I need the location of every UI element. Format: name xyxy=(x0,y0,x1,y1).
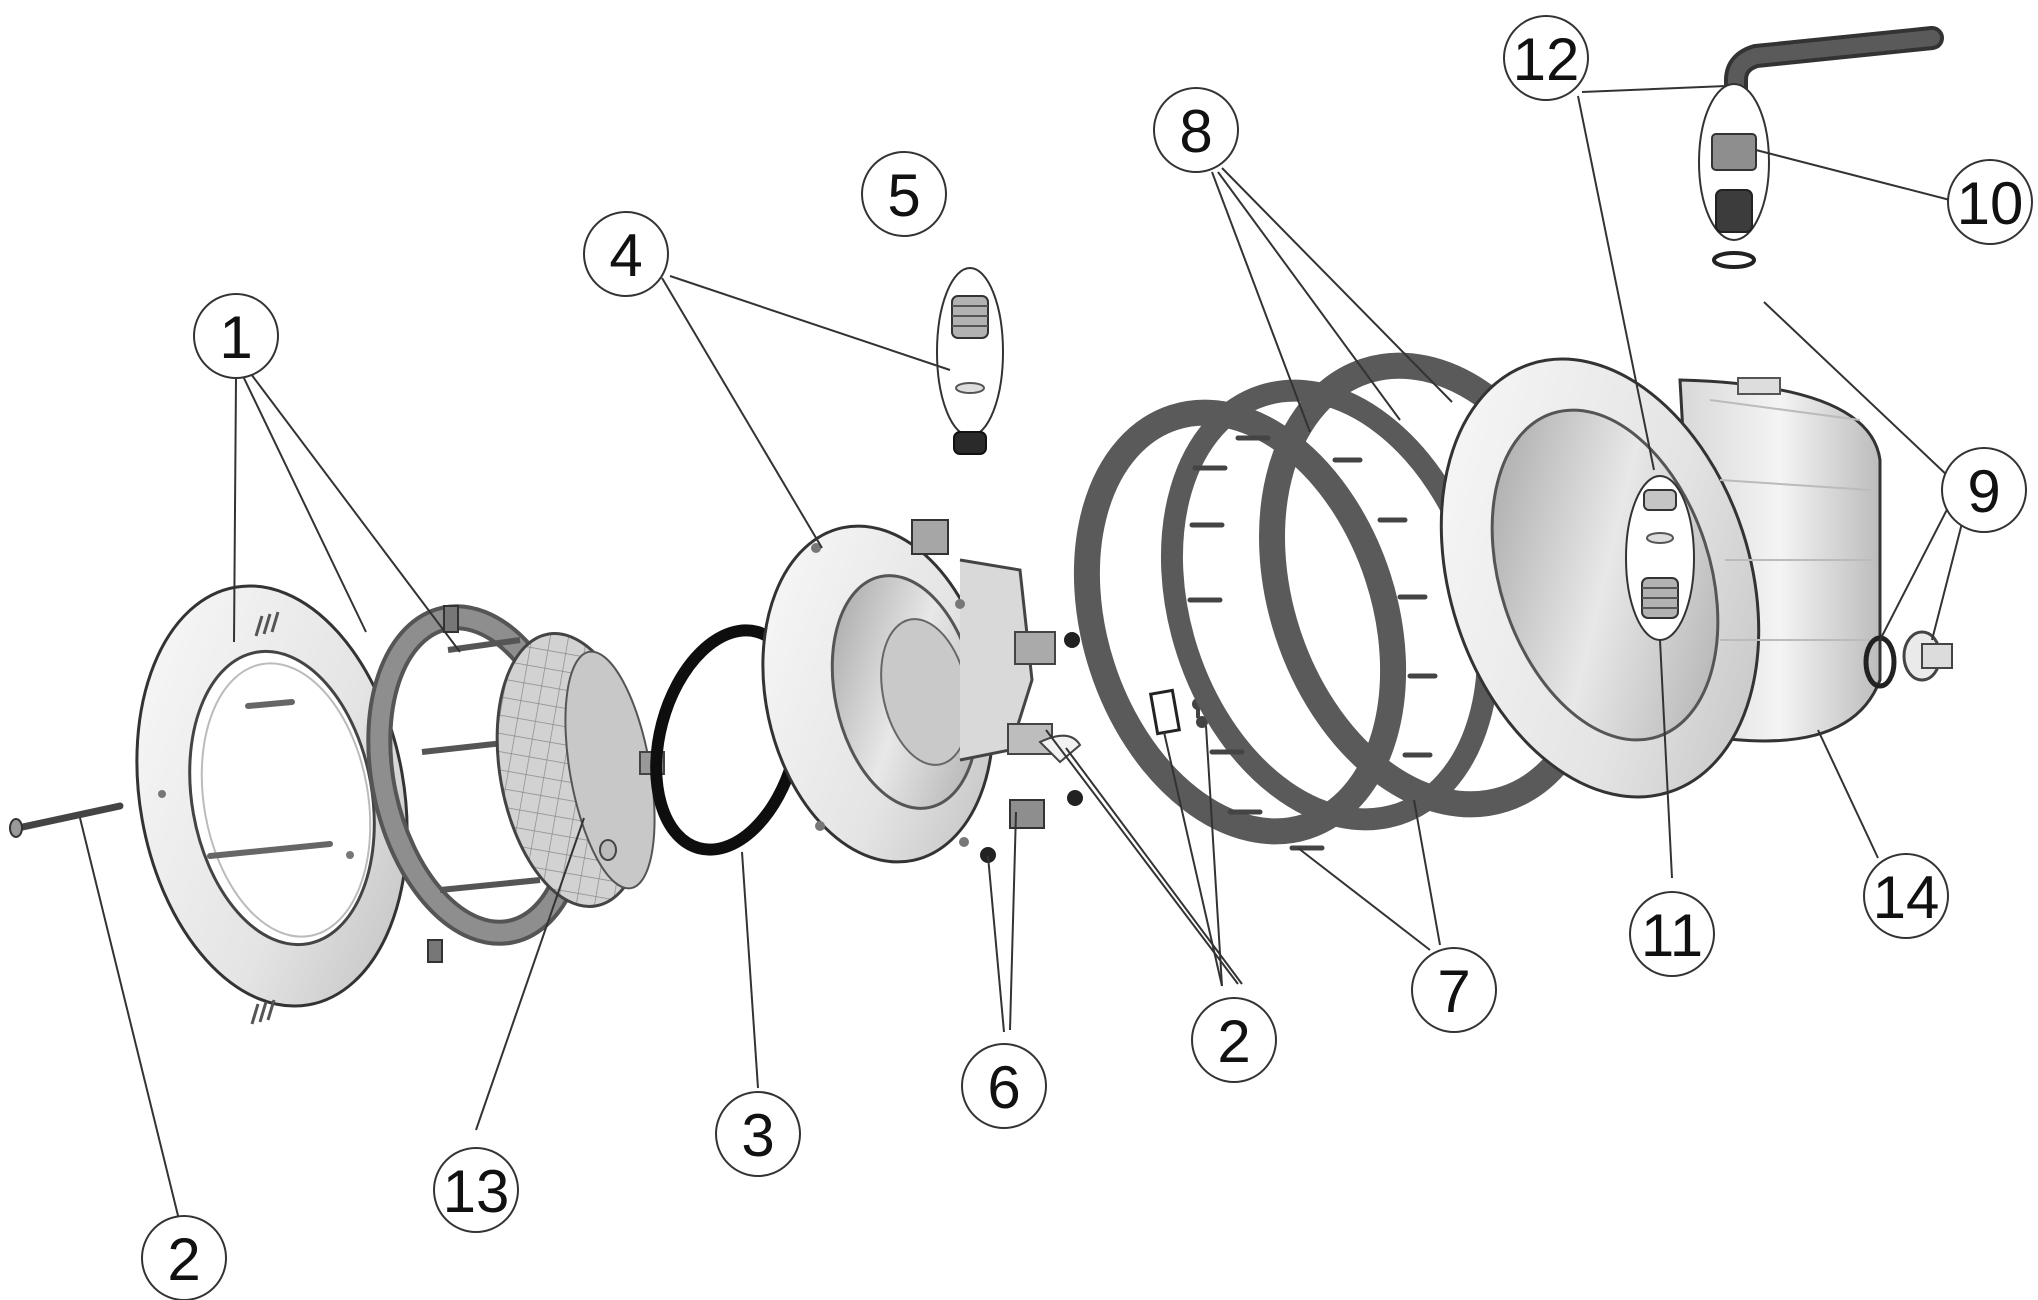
callout-1: 1 xyxy=(193,293,279,379)
callout-14-label: 14 xyxy=(1873,864,1940,931)
callout-11-label: 11 xyxy=(1641,902,1703,969)
callout-8-label: 8 xyxy=(1179,98,1212,165)
callout-13-label: 13 xyxy=(443,1158,510,1225)
callout-2-left: 2 xyxy=(141,1215,227,1300)
part-inner-gland-set xyxy=(1625,475,1695,641)
part-long-screw xyxy=(9,802,124,838)
part-conduit-pipe xyxy=(1698,26,1944,269)
callout-4-label: 4 xyxy=(609,222,642,289)
callout-2-middle: 2 xyxy=(1191,997,1277,1083)
callout-5-label: 5 xyxy=(887,162,920,229)
callout-11: 11 xyxy=(1629,891,1715,977)
callout-10-label: 10 xyxy=(1957,170,2024,237)
part-bolts xyxy=(1187,435,1438,851)
part-cable-gland-set xyxy=(936,267,1004,455)
part-niche-flange xyxy=(761,524,1056,864)
callout-3-label: 3 xyxy=(741,1102,774,1169)
callout-13: 13 xyxy=(433,1147,519,1233)
callout-7-label: 7 xyxy=(1437,958,1470,1025)
callout-12: 12 xyxy=(1503,15,1589,101)
leader-lines xyxy=(79,85,1971,1241)
callout-7: 7 xyxy=(1411,947,1497,1033)
callout-14: 14 xyxy=(1863,853,1949,939)
callout-6: 6 xyxy=(961,1043,1047,1129)
callout-8: 8 xyxy=(1153,87,1239,173)
callout-1-label: 1 xyxy=(219,304,252,371)
callout-9: 9 xyxy=(1941,447,2027,533)
part-lens xyxy=(495,632,665,908)
callout-3: 3 xyxy=(715,1091,801,1177)
callout-2-left-label: 2 xyxy=(167,1226,200,1293)
callout-4: 4 xyxy=(583,211,669,297)
callout-6-label: 6 xyxy=(987,1054,1020,1121)
part-gasket-ring-front xyxy=(1073,399,1407,845)
callout-5: 5 xyxy=(861,151,947,237)
callout-2-middle-label: 2 xyxy=(1217,1008,1250,1075)
callout-12-label: 12 xyxy=(1513,26,1580,93)
callout-10: 10 xyxy=(1947,159,2033,245)
callout-9-label: 9 xyxy=(1967,458,2000,525)
